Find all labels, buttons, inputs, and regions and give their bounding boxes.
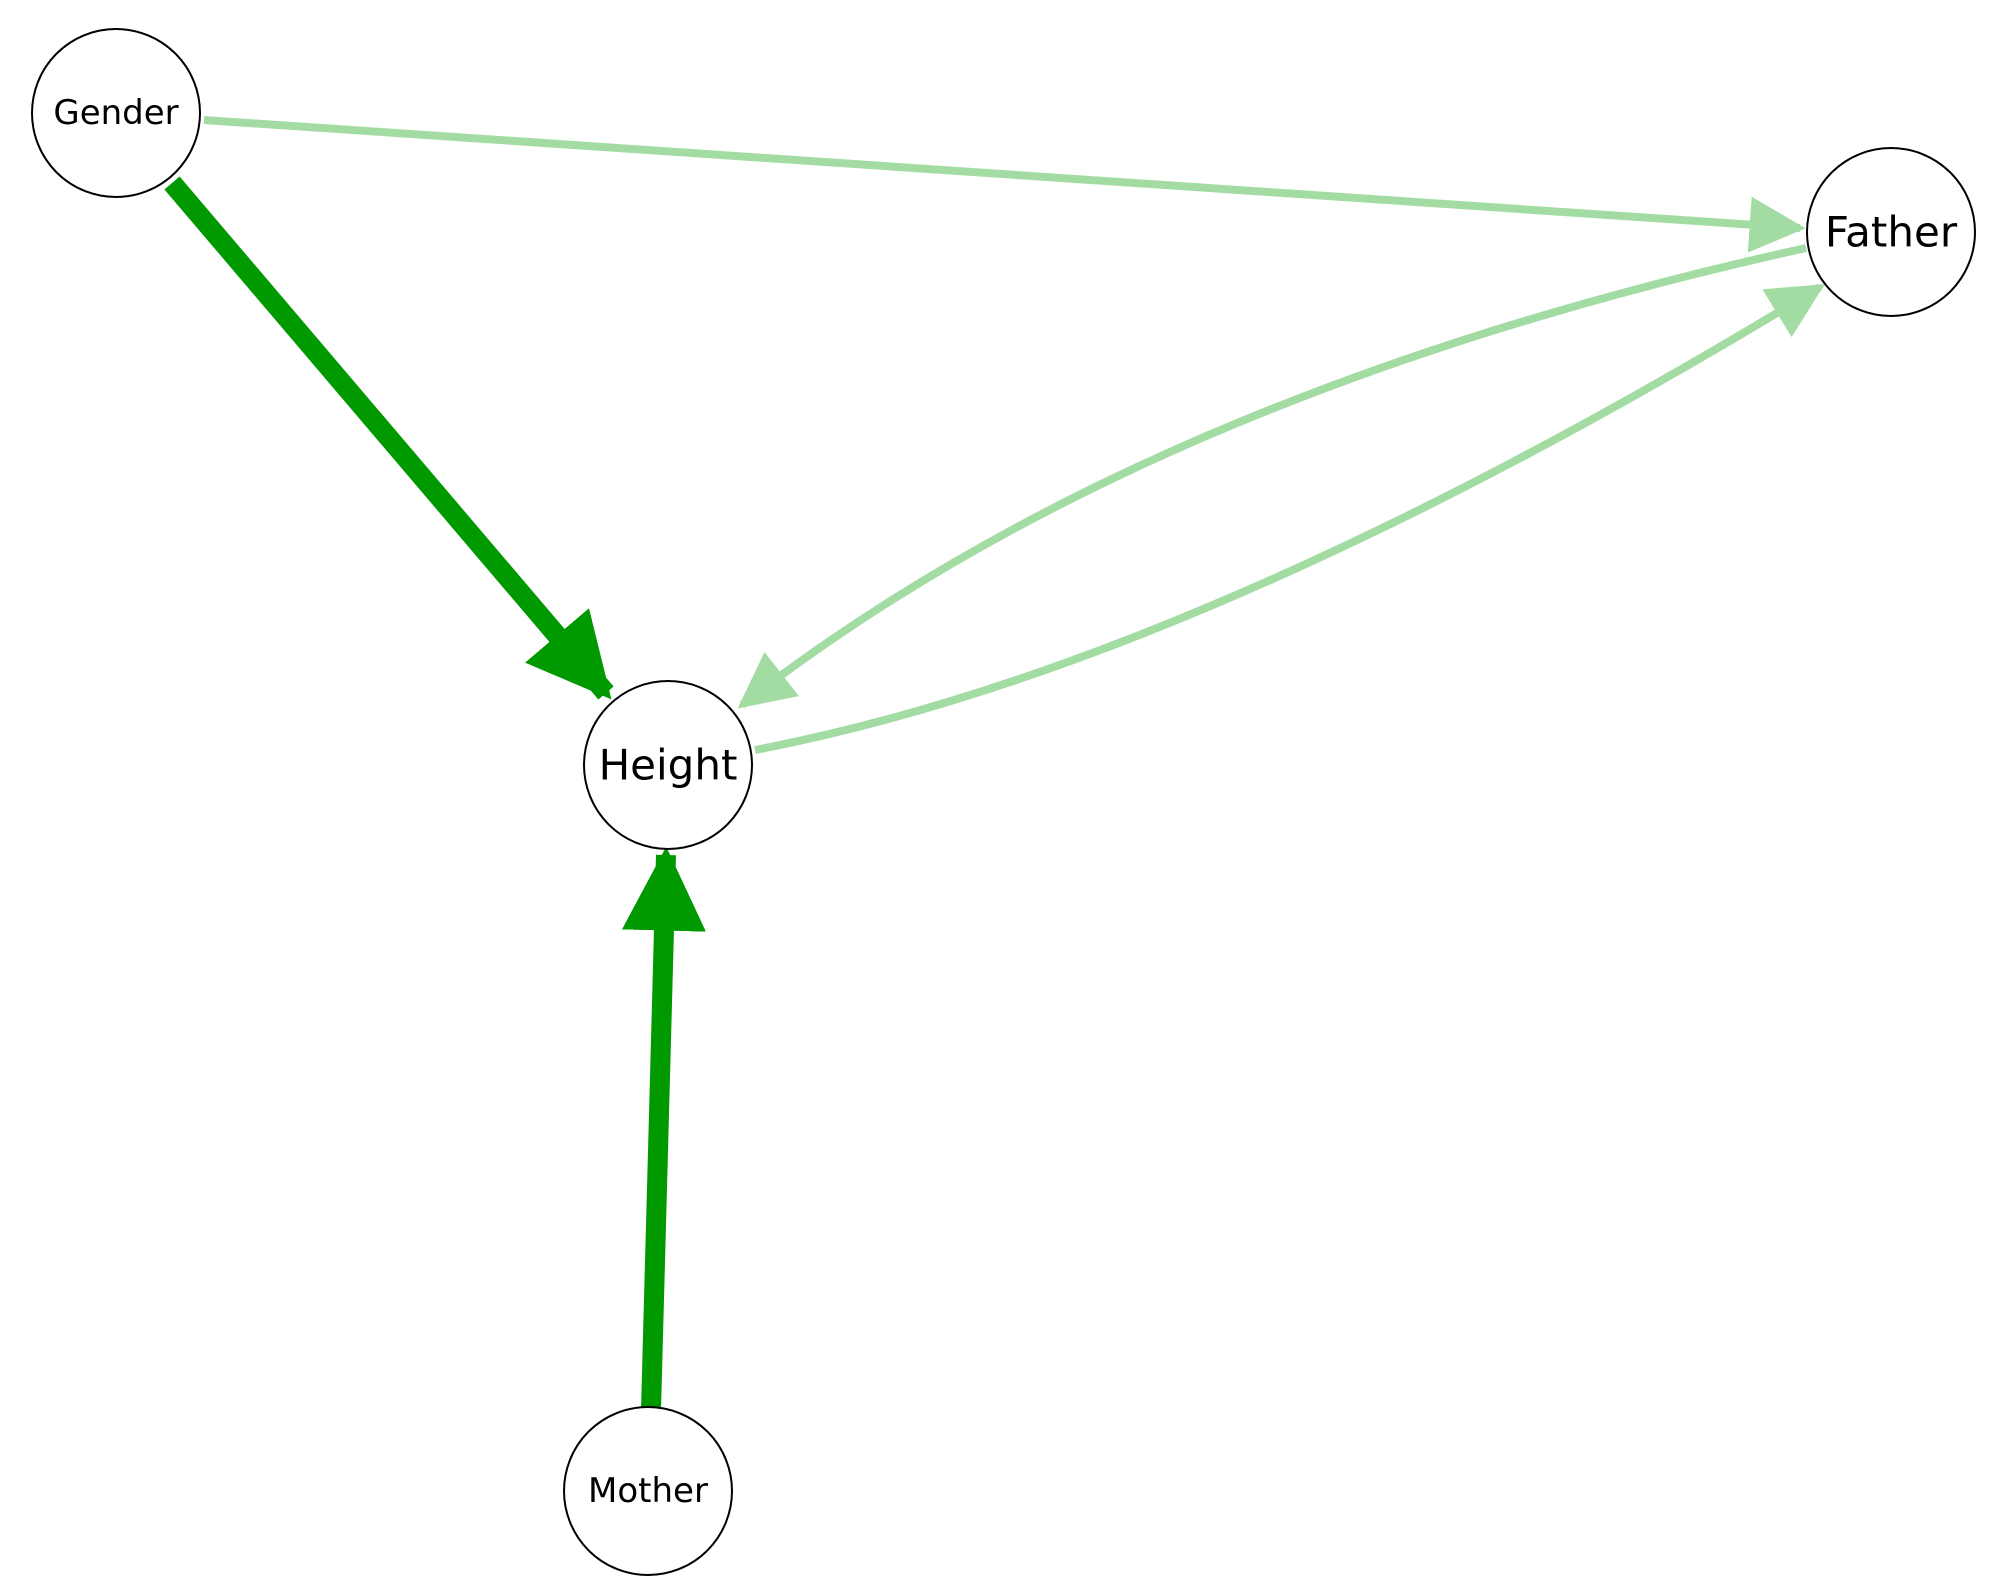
node-height[interactable]: Height <box>583 680 753 850</box>
node-gender-circle <box>31 28 201 198</box>
node-height-label: Height <box>599 741 738 790</box>
edge-gender-to-father[interactable] <box>203 116 1806 253</box>
node-gender[interactable]: Gender <box>31 28 201 198</box>
edge-mother-to-height[interactable] <box>621 846 706 1411</box>
edges <box>164 116 1825 1411</box>
node-father[interactable]: Father <box>1806 147 1976 317</box>
edge-gender-to-height[interactable] <box>164 176 614 700</box>
edge-father-to-height[interactable] <box>737 244 1807 709</box>
node-mother-label: Mother <box>588 1471 708 1511</box>
node-height-circle <box>583 680 753 850</box>
node-father-circle <box>1806 147 1976 317</box>
node-mother-circle <box>563 1406 733 1576</box>
edge-height-to-father[interactable] <box>754 283 1825 754</box>
node-father-label: Father <box>1825 208 1958 257</box>
node-mother[interactable]: Mother <box>563 1406 733 1576</box>
node-gender-label: Gender <box>53 93 178 133</box>
